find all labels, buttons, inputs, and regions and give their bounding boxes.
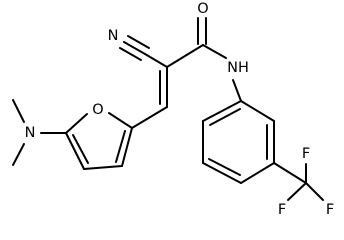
bond-amide-phenyl xyxy=(232,79,242,102)
atom-oxygen-furan: O xyxy=(92,102,103,118)
bond-vinyl-furan xyxy=(131,106,168,129)
atom-fluorine-top: F xyxy=(302,146,310,162)
atom-labels: O N NH O N F F F xyxy=(25,1,335,218)
bond-nitrile-triple-a xyxy=(123,41,146,55)
atom-nitrogen-nitrile: N xyxy=(108,28,119,44)
atom-amide-nh: NH xyxy=(227,60,249,76)
bond-benzene-cf3 xyxy=(273,162,307,184)
bond-cf3-f-right xyxy=(305,182,324,201)
atom-oxygen-carbonyl: O xyxy=(197,1,208,17)
bond-furan-c5-c4-inner xyxy=(72,134,89,164)
bond-furan-c2-o xyxy=(108,112,133,129)
structure-canvas: O N NH O N F F F xyxy=(12,1,335,218)
bond-benzene-4-5 xyxy=(202,162,242,184)
bond-amine-methyl-down xyxy=(12,143,25,166)
bond-benzene-1-2 xyxy=(240,100,275,122)
bond-nitrile-triple-b xyxy=(119,47,142,61)
bond-furan-c4-c3 xyxy=(83,165,123,170)
bonds xyxy=(12,17,324,201)
bond-carbonyl-amide-n xyxy=(202,44,227,59)
bond-nitrile-triple-c xyxy=(127,35,150,49)
bond-benzene-4-5-inner xyxy=(208,158,241,176)
bond-benzene-3-4 xyxy=(240,162,275,184)
bond-benzene-6-1-inner xyxy=(209,108,241,126)
bond-furan-c5-c4 xyxy=(65,132,85,170)
molecule-structure: O N NH O N F F F xyxy=(12,1,335,218)
bond-cf3-f-left xyxy=(287,182,307,201)
bond-furan-c3-c2 xyxy=(121,127,133,167)
bond-furan-o-c5 xyxy=(65,113,88,134)
atom-fluorine-left: F xyxy=(278,202,286,218)
bond-amine-methyl-up xyxy=(12,99,25,123)
bond-alpha-nitrile-c xyxy=(144,53,168,68)
bond-benzene-6-1 xyxy=(202,100,242,122)
atom-nitrogen-amine: N xyxy=(25,125,36,141)
bond-furan-c3-c2-inner xyxy=(115,130,126,163)
bond-carbonyl-alpha xyxy=(166,44,204,68)
atom-fluorine-right: F xyxy=(326,202,334,218)
